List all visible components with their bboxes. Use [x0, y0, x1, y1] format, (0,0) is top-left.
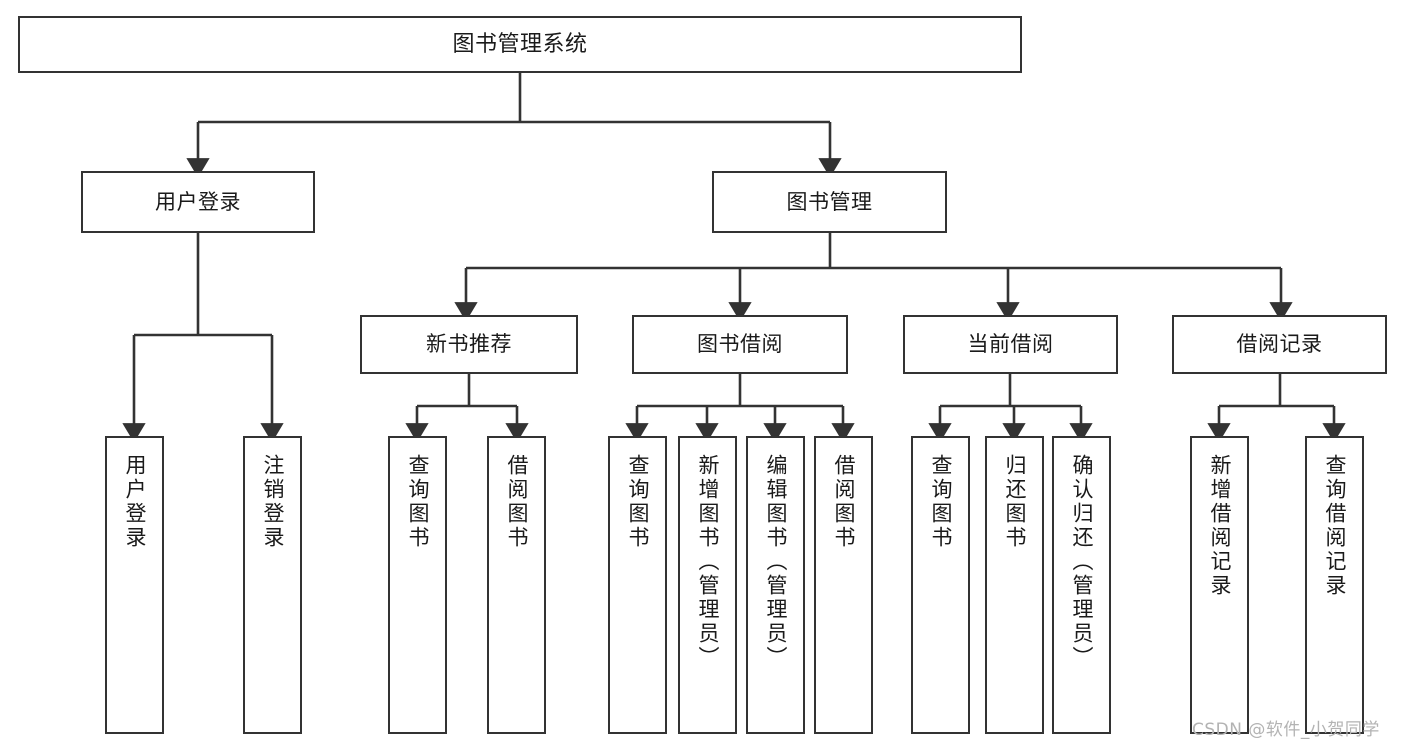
leaf-borrow-book-1[interactable]: 借阅图书 [487, 436, 546, 734]
leaf-query-book-1-label: 查询图书 [406, 454, 430, 550]
leaf-query-record[interactable]: 查询借阅记录 [1305, 436, 1364, 734]
leaf-borrow-book-1-label: 借阅图书 [505, 454, 529, 550]
csdn-watermark: CSDN @软件_小贺同学 [1192, 720, 1380, 740]
leaf-query-book-2[interactable]: 查询图书 [608, 436, 667, 734]
leaf-logout-label: 注销登录 [261, 454, 285, 550]
node-borrow-record[interactable]: 借阅记录 [1172, 315, 1387, 374]
node-book-manage[interactable]: 图书管理 [712, 171, 947, 233]
leaf-add-book-label: 新增图书（管理员） [696, 454, 720, 670]
leaf-query-book-2-label: 查询图书 [626, 454, 650, 550]
leaf-query-book-3-label: 查询图书 [929, 454, 953, 550]
leaf-add-record[interactable]: 新增借阅记录 [1190, 436, 1249, 734]
leaf-edit-book-label: 编辑图书（管理员） [764, 454, 788, 670]
leaf-query-book-1[interactable]: 查询图书 [388, 436, 447, 734]
leaf-user-login[interactable]: 用户登录 [105, 436, 164, 734]
leaf-add-record-label: 新增借阅记录 [1208, 454, 1232, 598]
node-book-borrow[interactable]: 图书借阅 [632, 315, 848, 374]
node-book-manage-label: 图书管理 [786, 189, 873, 214]
leaf-borrow-book-2[interactable]: 借阅图书 [814, 436, 873, 734]
leaf-query-book-3[interactable]: 查询图书 [911, 436, 970, 734]
node-user-login[interactable]: 用户登录 [81, 171, 315, 233]
node-current-borrow-label: 当前借阅 [967, 332, 1054, 357]
node-root-label: 图书管理系统 [452, 31, 588, 57]
leaf-confirm-return[interactable]: 确认归还（管理员） [1052, 436, 1111, 734]
leaf-add-book[interactable]: 新增图书（管理员） [678, 436, 737, 734]
node-current-borrow[interactable]: 当前借阅 [903, 315, 1118, 374]
leaf-borrow-book-2-label: 借阅图书 [832, 454, 856, 550]
leaf-user-login-label: 用户登录 [123, 454, 147, 550]
node-root[interactable]: 图书管理系统 [18, 16, 1022, 73]
leaf-return-book[interactable]: 归还图书 [985, 436, 1044, 734]
node-user-login-label: 用户登录 [155, 189, 241, 214]
node-book-borrow-label: 图书借阅 [697, 332, 783, 357]
leaf-logout[interactable]: 注销登录 [243, 436, 302, 734]
leaf-edit-book[interactable]: 编辑图书（管理员） [746, 436, 805, 734]
node-new-book-recommend[interactable]: 新书推荐 [360, 315, 578, 374]
leaf-return-book-label: 归还图书 [1003, 454, 1027, 550]
node-new-book-recommend-label: 新书推荐 [426, 332, 512, 357]
leaf-query-record-label: 查询借阅记录 [1323, 454, 1347, 598]
node-borrow-record-label: 借阅记录 [1236, 332, 1323, 357]
leaf-confirm-return-label: 确认归还（管理员） [1070, 454, 1094, 670]
